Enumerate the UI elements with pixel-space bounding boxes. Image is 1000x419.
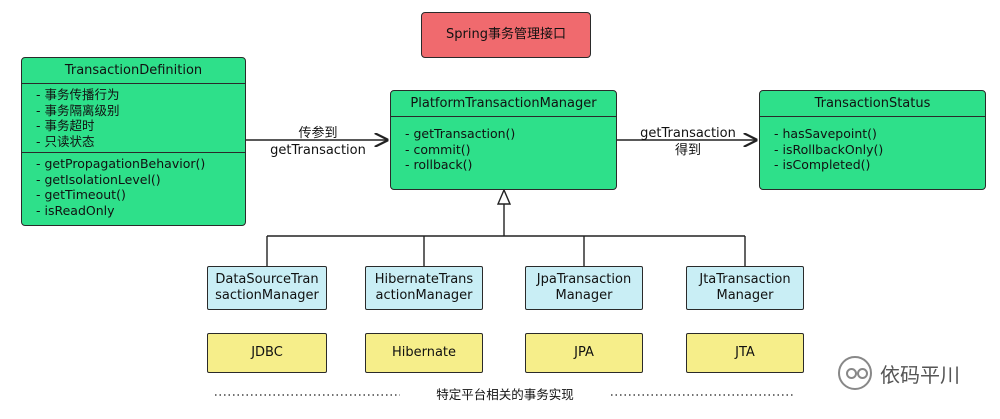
hibernate-transaction-manager-box: HibernateTrans actionManager [365,266,483,310]
datasource-transaction-manager-box: DataSourceTran sactionManager [207,266,327,310]
arrow-left-label: 传参到 getTransaction [262,125,374,159]
hibernate-box: Hibernate [365,333,483,373]
wechat-icon [838,356,872,390]
arrow-right-label-line: getTransaction [640,126,736,141]
arrow-right-label-line: 得到 [674,143,701,158]
platform-transaction-manager-box: PlatformTransactionManager - getTransact… [390,90,617,190]
jpa-box: JPA [525,333,643,373]
tech-label: JTA [735,345,755,360]
transaction-status-methods: - hasSavepoint() - isRollbackOnly() - is… [760,117,985,176]
platform-transaction-manager-title: PlatformTransactionManager [391,91,616,117]
platform-transaction-manager-methods: - getTransaction() - commit() - rollback… [391,117,616,176]
method-line: - hasSavepoint() [774,126,877,141]
method-line: - rollback() [405,157,473,172]
method-line: - getPropagationBehavior() [36,156,206,171]
inheritance-triangle [496,188,512,205]
transaction-status-box: TransactionStatus - hasSavepoint() - isR… [759,90,986,190]
arrow-left-label-line: 传参到 [298,126,338,141]
jta-transaction-manager-box: JtaTransaction Manager [686,266,804,310]
impl-line: sactionManager [215,288,319,303]
arrow-right-label: getTransaction 得到 [632,125,744,159]
tech-label: JPA [574,345,594,360]
method-line: - isRollbackOnly() [774,141,884,157]
attribute-line: - 只读状态 [36,133,95,149]
transaction-definition-box: TransactionDefinition - 事务传播行为 - 事务隔离级别 … [21,57,246,226]
watermark-text: 依码平川 [880,362,960,387]
jta-box: JTA [686,333,804,373]
transaction-definition-attributes: - 事务传播行为 - 事务隔离级别 - 事务超时 - 只读状态 [22,84,245,152]
jpa-transaction-manager-box: JpaTransaction Manager [525,266,643,310]
method-line: - isCompleted() [774,157,871,172]
footer-label-text: 特定平台相关的事务实现 [436,387,574,402]
transaction-status-title: TransactionStatus [760,91,985,117]
attribute-line: - 事务超时 [36,118,95,133]
impl-line: DataSourceTran [215,272,319,287]
transaction-definition-methods: - getPropagationBehavior() - getIsolatio… [22,152,245,221]
method-line: - getIsolationLevel() [36,171,161,187]
arrow-left-label-line: getTransaction [270,143,366,158]
spring-interface-label: Spring事务管理接口 [446,27,566,42]
attribute-line: - 事务隔离级别 [36,102,120,118]
jdbc-box: JDBC [207,333,327,373]
impl-line: JpaTransaction [536,272,632,287]
attribute-line: - 事务传播行为 [36,87,120,102]
impl-line: Manager [555,288,613,303]
watermark: 依码平川 [838,356,960,390]
tech-label: Hibernate [391,345,457,360]
impl-line: actionManager [375,288,473,303]
method-line: - getTransaction() [405,126,516,141]
footer-label: 特定平台相关的事务实现 [400,386,610,403]
transaction-definition-title: TransactionDefinition [22,58,245,84]
spring-interface-box: Spring事务管理接口 [421,12,591,58]
impl-line: Manager [716,288,774,303]
method-line: - commit() [405,141,471,157]
tech-label: JDBC [251,345,283,360]
impl-line: JtaTransaction [699,272,791,287]
method-line: - getTimeout() [36,187,126,202]
impl-line: HibernateTrans [374,272,474,287]
method-line: - isReadOnly [36,202,115,218]
